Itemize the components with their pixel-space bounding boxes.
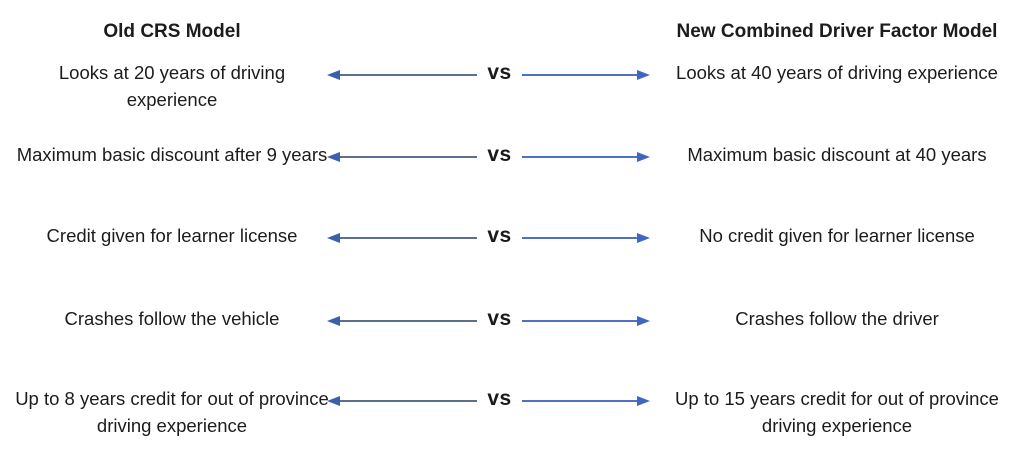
vs-connector: vs xyxy=(327,387,650,414)
header-row: Old CRS Model New Combined Driver Factor… xyxy=(0,18,1024,45)
vs-label: vs xyxy=(487,307,512,330)
header-spacer xyxy=(344,18,650,45)
arrow-right-icon xyxy=(521,69,650,80)
arrow-right-icon xyxy=(521,151,650,162)
new-model-text: No credit given for learner license xyxy=(699,225,975,246)
arrow-left-shaft xyxy=(340,399,477,402)
arrow-right-head-icon xyxy=(636,232,650,243)
arrow-right-icon xyxy=(521,395,650,406)
vs-connector: vs xyxy=(327,61,650,88)
arrow-left-icon xyxy=(327,315,477,326)
old-model-header: Old CRS Model xyxy=(103,21,241,42)
arrow-left-head-icon xyxy=(327,315,340,326)
new-model-text: Looks at 40 years of driving experience xyxy=(676,62,998,83)
old-model-text: Up to 8 years credit for out of province… xyxy=(15,388,329,436)
new-model-text: Up to 15 years credit for out of provinc… xyxy=(675,388,999,436)
arrow-right-head-icon xyxy=(636,395,650,406)
arrow-left-shaft xyxy=(340,73,477,76)
arrow-right-head-icon xyxy=(636,151,650,162)
vs-label: vs xyxy=(487,143,512,166)
arrow-left-shaft xyxy=(340,319,477,322)
comparison-row: Credit given for learner license vs No c… xyxy=(0,222,1024,249)
arrow-left-icon xyxy=(327,151,477,162)
arrow-right-shaft xyxy=(521,399,637,402)
arrow-left-icon xyxy=(327,232,477,243)
vs-connector: vs xyxy=(327,224,650,251)
old-model-text: Looks at 20 years of driving experience xyxy=(58,62,286,110)
comparison-row: Crashes follow the vehicle vs Crashes fo… xyxy=(0,305,1024,332)
arrow-right-shaft xyxy=(521,236,637,239)
comparison-row: Up to 8 years credit for out of province… xyxy=(0,385,1024,439)
arrow-right-icon xyxy=(521,315,650,326)
arrow-right-icon xyxy=(521,232,650,243)
arrow-left-head-icon xyxy=(327,69,340,80)
arrow-left-head-icon xyxy=(327,395,340,406)
comparison-row: Maximum basic discount after 9 years vs … xyxy=(0,141,1024,168)
old-model-text: Credit given for learner license xyxy=(46,225,298,246)
arrow-left-icon xyxy=(327,395,477,406)
new-model-header: New Combined Driver Factor Model xyxy=(676,21,998,42)
arrow-right-head-icon xyxy=(636,315,650,326)
arrow-left-head-icon xyxy=(327,232,340,243)
new-model-text: Maximum basic discount at 40 years xyxy=(687,144,987,165)
arrow-right-head-icon xyxy=(636,69,650,80)
arrow-right-shaft xyxy=(521,73,637,76)
old-model-text: Maximum basic discount after 9 years xyxy=(16,144,328,165)
vs-connector: vs xyxy=(327,307,650,334)
new-model-text: Crashes follow the driver xyxy=(735,308,939,329)
arrow-right-shaft xyxy=(521,319,637,322)
vs-connector: vs xyxy=(327,143,650,170)
arrow-left-head-icon xyxy=(327,151,340,162)
vs-label: vs xyxy=(487,387,512,410)
arrow-left-shaft xyxy=(340,236,477,239)
old-model-text: Crashes follow the vehicle xyxy=(64,308,280,329)
vs-label: vs xyxy=(487,224,512,247)
arrow-left-shaft xyxy=(340,155,477,158)
arrow-right-shaft xyxy=(521,155,637,158)
vs-label: vs xyxy=(487,61,512,84)
arrow-left-icon xyxy=(327,69,477,80)
comparison-row: Looks at 20 years of driving experience … xyxy=(0,59,1024,113)
